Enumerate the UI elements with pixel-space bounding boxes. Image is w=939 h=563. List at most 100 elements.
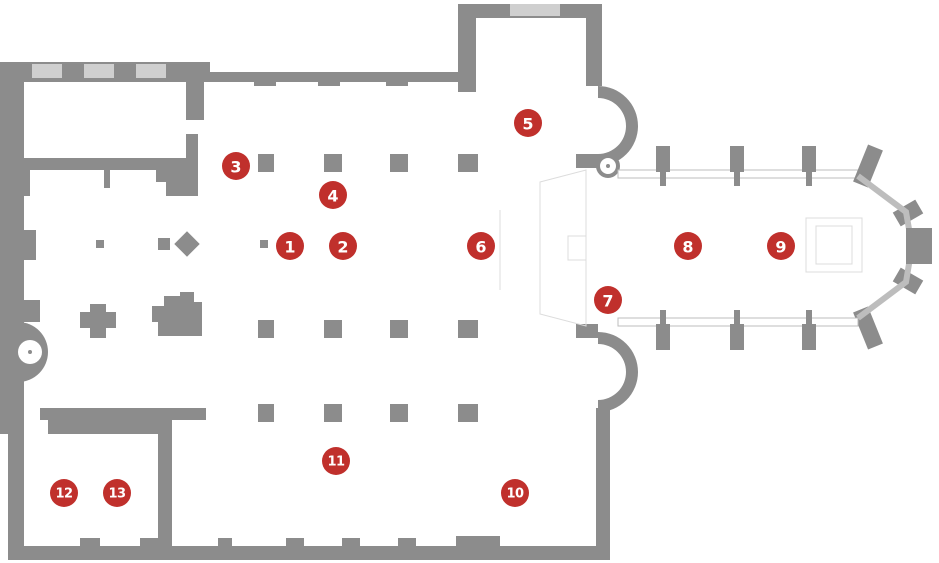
marker-circle [501,479,529,507]
north-crossing-pier [576,154,598,168]
south-transept-east-wall [596,408,610,560]
pillar [258,320,274,338]
south-crossing-pier [576,324,598,338]
marker-5[interactable]: 5 [514,109,542,137]
south-wall [160,546,610,560]
marker-7[interactable]: 7 [594,286,622,314]
marker-13[interactable]: 13 [103,479,131,507]
cross-pier-west [80,304,116,338]
apse-wall [856,173,916,321]
marker-circle [276,232,304,260]
choir-buttress-n2 [730,146,744,186]
marker-12[interactable]: 12 [50,479,78,507]
north-pilaster-2 [318,72,340,86]
west-wall-buttress-1 [0,110,22,130]
high-altar-outline [805,217,863,273]
marker-label: 7 [602,292,613,311]
north-chapel-pier [186,76,204,120]
marker-label: 5 [522,115,533,134]
small-pier [96,240,104,248]
marker-1[interactable]: 1 [276,232,304,260]
marker-label: 11 [327,455,345,470]
choir-buttress-n1 [656,146,670,186]
high-altar-inner [815,225,853,265]
narthex-wall-east [104,134,198,196]
pillar [390,154,408,172]
marker-circle [674,232,702,260]
small-pier [158,238,170,250]
pillar [458,154,478,172]
southwest-chapel-west-wall [8,420,24,560]
southwest-chapel-east-wall [158,420,172,560]
marker-label: 4 [327,187,338,206]
north-pilaster-3 [386,72,408,86]
southwest-chapel-south-wall [8,546,172,560]
north-apsidiole [598,86,638,166]
pillar [390,320,408,338]
pillar [458,404,478,422]
window [510,4,560,16]
west-wall-buttress-2 [0,230,36,260]
choir-buttress-s3 [802,310,816,350]
marker-2[interactable]: 2 [329,232,357,260]
marker-label: 13 [108,487,126,502]
south-wall-buttresses [218,536,500,546]
narthex-wall [0,158,110,196]
window [84,64,114,78]
marker-circle [322,447,350,475]
southwest-chapel-buttresses [80,538,160,546]
south-aisle-wall-inner [48,420,168,434]
marker-circle [319,181,347,209]
choir-buttress-s1 [656,310,670,350]
marker-label: 9 [775,238,786,257]
sanctuary-steps [539,169,587,327]
pillar [324,154,342,172]
baptismal-font [174,231,200,257]
pillar [324,320,342,338]
choir-buttress-n3 [802,146,816,186]
marker-label: 3 [230,158,241,177]
west-wall-buttress-3 [0,300,40,322]
altar-outline [567,235,587,261]
marker-circle [767,232,795,260]
marker-circle [467,232,495,260]
pillar [458,320,478,338]
south-aisle-wall [40,408,206,420]
marker-8[interactable]: 8 [674,232,702,260]
north-transept-west-wall [458,4,476,92]
marker-circle [222,152,250,180]
window [32,64,62,78]
pillar [390,404,408,422]
marker-circle [514,109,542,137]
marker-circle [329,232,357,260]
pillar [258,404,274,422]
marker-4[interactable]: 4 [319,181,347,209]
marker-label: 1 [284,238,295,257]
south-apsidiole [598,332,638,412]
pillars [80,154,478,422]
walls [0,4,932,560]
marker-label: 12 [55,487,72,502]
north-transept-east-wall [586,4,602,86]
window [136,64,166,78]
apse-buttress-5 [906,228,932,264]
marker-circle [594,286,622,314]
marker-10[interactable]: 10 [501,479,529,507]
marker-label: 6 [475,238,486,257]
pillar [324,404,342,422]
choir-buttress-s2 [730,310,744,350]
marker-circle [103,479,131,507]
marker-label: 2 [337,238,348,257]
pillar [258,154,274,172]
marker-11[interactable]: 11 [322,447,350,475]
windows [32,4,560,78]
small-pier [260,240,268,248]
marker-3[interactable]: 3 [222,152,250,180]
sanctuary-outlines [499,169,863,327]
marker-6[interactable]: 6 [467,232,495,260]
cross-pier-east [152,292,202,336]
marker-9[interactable]: 9 [767,232,795,260]
marker-label: 10 [506,487,524,502]
